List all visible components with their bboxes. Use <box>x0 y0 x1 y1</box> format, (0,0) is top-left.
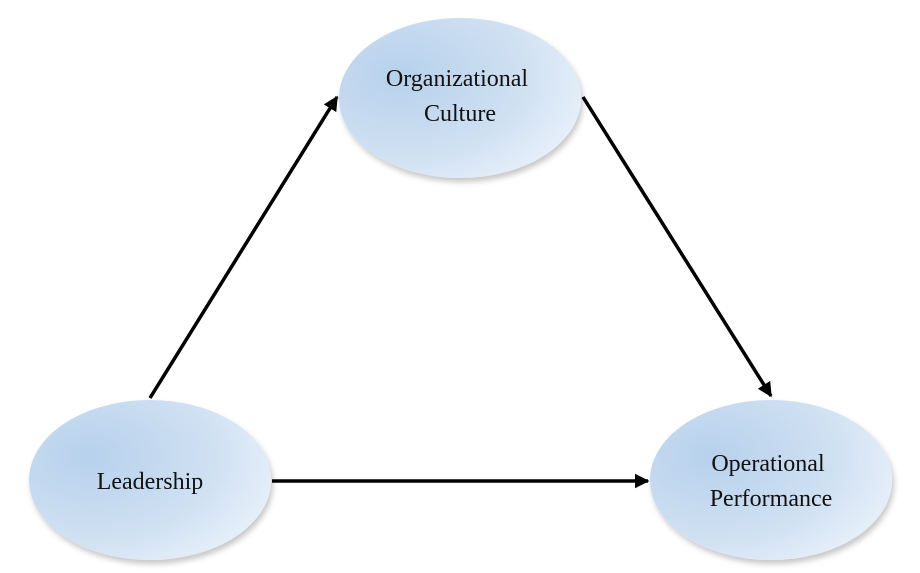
svg-text:Operational Performance: Operational Performance <box>710 451 833 512</box>
node-operational-performance-shape <box>650 400 892 560</box>
node-operational-performance-label-line2: Performance <box>710 486 833 512</box>
node-organizational-culture: Organizational Culture <box>339 18 581 178</box>
node-leadership-shape <box>29 400 271 560</box>
node-operational-performance: Operational Performance <box>650 400 892 560</box>
node-operational-performance-label-line1: Operational <box>711 451 825 477</box>
node-organizational-culture-shape <box>339 18 581 178</box>
edge-leadership-to-culture <box>148 95 339 399</box>
node-leadership: Leadership <box>29 400 271 560</box>
edge-culture-to-performance <box>581 96 773 398</box>
node-leadership-label: Leadership <box>97 469 204 495</box>
svg-text:Organizational Culture: Organizational Culture <box>386 66 534 127</box>
svg-text:Leadership: Leadership <box>97 469 204 495</box>
node-organizational-culture-label-line2: Culture <box>424 101 496 127</box>
node-organizational-culture-label-line1: Organizational <box>386 66 529 92</box>
